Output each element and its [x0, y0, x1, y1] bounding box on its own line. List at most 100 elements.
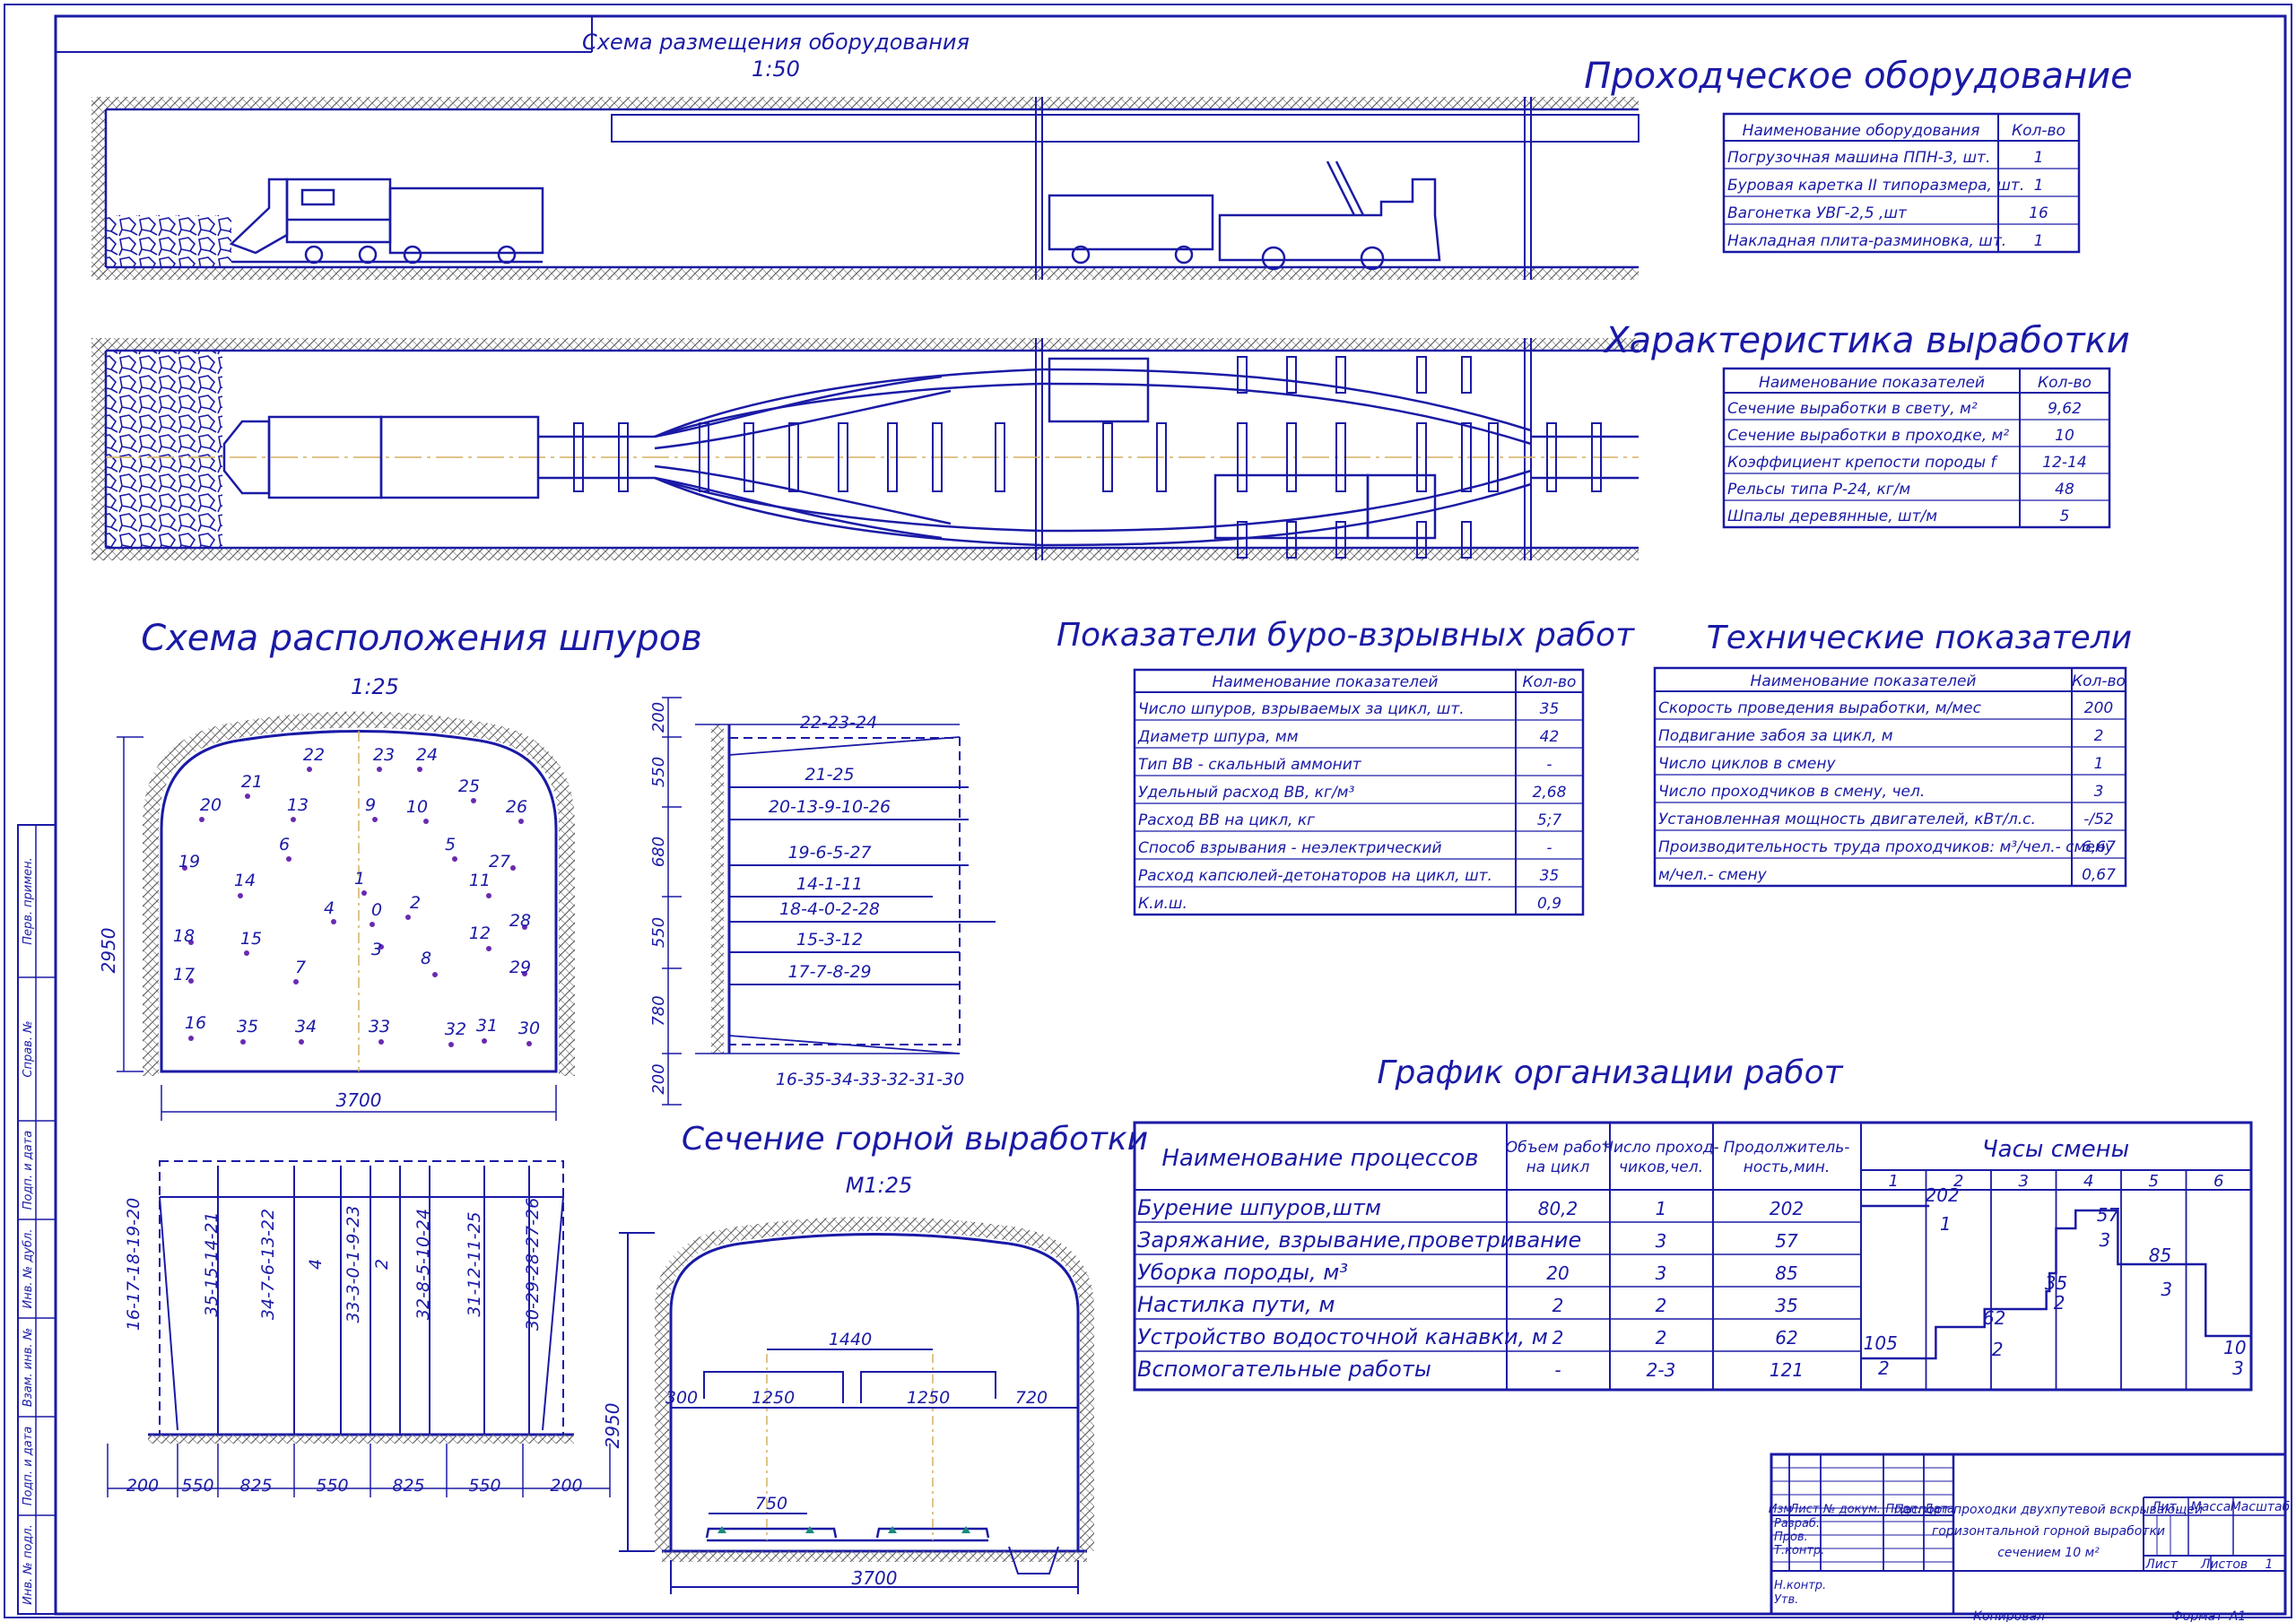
- section-scale: М1:25: [846, 1173, 913, 1198]
- title-block-role: Пров.: [1774, 1531, 1808, 1544]
- side-stamp-label: Подп. и дата: [22, 1427, 35, 1506]
- hour-column: 5: [2149, 1172, 2159, 1191]
- sheet-outer-border: [4, 4, 2292, 1618]
- table-cell-label: Расход ВВ на цикл, кг: [1138, 811, 1315, 829]
- hole-marker: [417, 767, 422, 772]
- side-stamp-label: Справ. №: [22, 1020, 35, 1077]
- side-dim-label: 780: [649, 995, 668, 1026]
- table-cell-value: -/52: [2083, 811, 2114, 828]
- hole-label: 26: [506, 797, 527, 817]
- table-cell-value: 48: [2055, 481, 2074, 499]
- process-workers: 2-3: [1647, 1359, 1676, 1381]
- hole-label: 0: [371, 900, 382, 920]
- hole-label: 30: [518, 1019, 540, 1038]
- sheet-inner-border: [54, 14, 2287, 1616]
- title-block-sheets-value: 1: [2266, 1557, 2274, 1572]
- table-cell-label: Буровая каретка II типоразмера, шт.: [1727, 177, 2024, 195]
- process-duration: 35: [1775, 1295, 1797, 1316]
- sleeper: [838, 422, 848, 492]
- wagon-right-view: [1048, 160, 1441, 271]
- table-cell-value: 5;7: [1537, 811, 1562, 829]
- hole-label: 12: [469, 924, 491, 943]
- side-dim-label: 200: [649, 702, 668, 733]
- hole-group-label: 20-13-9-10-26: [769, 797, 891, 817]
- hole-label: 25: [458, 776, 480, 796]
- sleeper: [1461, 356, 1472, 394]
- holes-scale: 1:25: [351, 674, 399, 699]
- hole-marker: [405, 915, 411, 920]
- tunnel-plan-view: [91, 338, 1639, 560]
- hole-label: 5: [445, 835, 456, 854]
- hole-label: 32: [445, 1019, 466, 1039]
- title-block-col: Дата: [1923, 1503, 1954, 1516]
- schedule-chart-label: 10: [2223, 1337, 2246, 1358]
- table-cell-value: 5: [2060, 507, 2070, 525]
- hole-label: 24: [416, 745, 438, 765]
- schedule-header: ность,мин.: [1744, 1158, 1831, 1176]
- hole-marker: [188, 940, 194, 945]
- sleeper: [1461, 422, 1472, 492]
- table-cell-label: Скорость проведения выработки, м/мес: [1658, 699, 1982, 717]
- hole-marker: [244, 950, 249, 956]
- plan-group-label: 30-29-28-27-26: [523, 1198, 543, 1331]
- process-volume: 2: [1552, 1327, 1564, 1349]
- hole-label: 3: [371, 940, 382, 959]
- process-name: Заряжание, взрывание,проветривание: [1137, 1227, 1581, 1253]
- hole-label: 6: [279, 835, 290, 854]
- hole-label: 14: [234, 871, 256, 890]
- table-cell-value: 1: [2034, 177, 2044, 195]
- process-volume: 80,2: [1538, 1198, 1578, 1219]
- hole-marker: [307, 767, 312, 772]
- process-volume: 20: [1546, 1262, 1569, 1284]
- table-cell-label: К.и.ш.: [1138, 895, 1187, 913]
- hole-marker: [432, 972, 438, 977]
- svg-text:720: 720: [1015, 1388, 1048, 1408]
- table-frame: [1653, 666, 2127, 888]
- schedule-step-line: [1861, 1209, 2251, 1360]
- hole-label: 35: [237, 1017, 258, 1037]
- svg-text:300: 300: [665, 1388, 698, 1408]
- process-name: Вспомогательные работы: [1137, 1357, 1431, 1382]
- title-block-frame: [1770, 1453, 2287, 1616]
- sleeper: [573, 422, 584, 492]
- table-cell-label: Вагонетка УВГ-2,5 ,шт: [1727, 204, 1908, 222]
- side-dim-label: 680: [649, 837, 668, 867]
- process-name: Настилка пути, м: [1137, 1292, 1335, 1317]
- table-cell-label: Тип ВВ - скальный аммонит: [1138, 756, 1362, 774]
- side-stamp-label: Перв. примен.: [22, 857, 35, 945]
- hole-marker: [522, 924, 527, 930]
- hole-group-label: 19-6-5-27: [787, 843, 871, 863]
- schedule-header: Число проход-: [1603, 1139, 1718, 1157]
- table-cell-label: Число шпуров, взрываемых за цикл, шт.: [1138, 700, 1465, 718]
- hole-label: 8: [421, 949, 431, 968]
- schedule-chart-label: 85: [2149, 1245, 2171, 1266]
- table-cell-label: м/чел.- смену: [1658, 866, 1768, 884]
- schedule-chart-label: 105: [1864, 1332, 1898, 1354]
- table-cell-value: 0,9: [1537, 895, 1561, 913]
- table-cell-value: 1: [2034, 149, 2044, 167]
- sleeper: [1488, 422, 1499, 492]
- schedule-chart-label: 62: [1983, 1307, 2005, 1329]
- table-cell-label: Сечение выработки в свету, м²: [1727, 400, 1978, 418]
- plan-scale: 1:50: [752, 56, 800, 82]
- hole-marker: [182, 865, 187, 871]
- side-stamp-label: Взам. инв. №: [22, 1328, 35, 1407]
- hole-marker: [188, 978, 194, 984]
- hole-group-label: 15-3-12: [796, 930, 863, 950]
- table-cell-label: Погрузочная машина ППН-3, шт.: [1727, 149, 1990, 167]
- table-header: Наименование показателей: [1751, 672, 1977, 690]
- plan-group-label: 31-12-11-25: [465, 1211, 484, 1316]
- sleeper: [1416, 356, 1427, 394]
- section-title: Сечение горной выработки: [682, 1121, 1148, 1158]
- workings-title: Характеристика выработки: [1603, 320, 2130, 361]
- hole-label: 18: [173, 926, 195, 946]
- process-duration: 85: [1775, 1262, 1797, 1284]
- title-block-role: Утв.: [1774, 1593, 1798, 1607]
- plan-group-label: 16-17-18-19-20: [124, 1198, 144, 1331]
- title-block-scale: Масштаб: [2231, 1500, 2291, 1514]
- hour-column: 1: [1889, 1172, 1899, 1191]
- title-block-description: Паспорт проходки двухпутевой вскрывающей: [1894, 1503, 2203, 1517]
- hole-marker: [245, 794, 250, 799]
- side-dim-label: 200: [649, 1063, 668, 1094]
